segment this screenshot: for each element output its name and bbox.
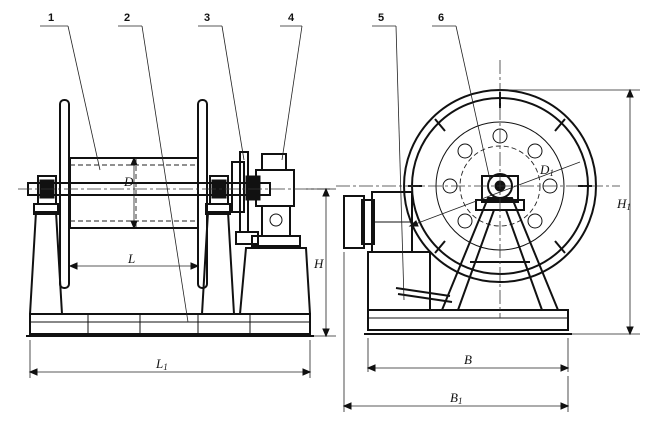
front-view-right-flange	[197, 99, 208, 289]
dimension-L	[68, 262, 200, 270]
dimension-H1	[500, 88, 640, 336]
side-view-base-plate	[364, 309, 572, 335]
dimension-D-label: D	[123, 174, 134, 189]
front-view-left-pedestal	[29, 175, 63, 315]
front-view: 1 2 3 4 D L L1	[18, 12, 336, 378]
dimension-L-label: L	[127, 251, 135, 266]
dimension-L1-label: L1	[155, 356, 168, 372]
dimension-H-label: H	[313, 256, 324, 271]
dimension-B1	[342, 252, 570, 412]
dimension-D1	[408, 161, 581, 227]
callout-2: 2	[124, 12, 130, 24]
front-view-gearbox	[251, 153, 301, 247]
side-view-motor-coupling	[343, 191, 453, 311]
side-view-leaders	[372, 25, 491, 301]
front-view-left-flange	[59, 99, 70, 289]
callout-4: 4	[288, 12, 295, 24]
dimension-D1-label: D1	[539, 162, 554, 178]
dimension-D	[130, 156, 138, 230]
dimension-B-label: B	[464, 352, 472, 367]
side-view: 5 6 D1 H1 B	[336, 12, 640, 412]
callout-6: 6	[438, 12, 444, 24]
front-view-leaders	[40, 25, 303, 323]
callout-5: 5	[378, 12, 384, 24]
front-view-gearbox-pedestal	[239, 247, 311, 315]
front-view-base-frame	[26, 313, 314, 337]
dimension-L1	[28, 340, 312, 378]
callout-3: 3	[204, 12, 210, 24]
dimension-B1-label: B1	[450, 390, 462, 406]
dimension-H	[306, 187, 336, 338]
callout-1: 1	[48, 12, 54, 24]
side-view-wheel-holes	[442, 128, 558, 229]
side-view-a-frame	[441, 175, 559, 311]
dimension-B	[366, 338, 570, 372]
dimension-H1-label: H1	[616, 196, 631, 212]
